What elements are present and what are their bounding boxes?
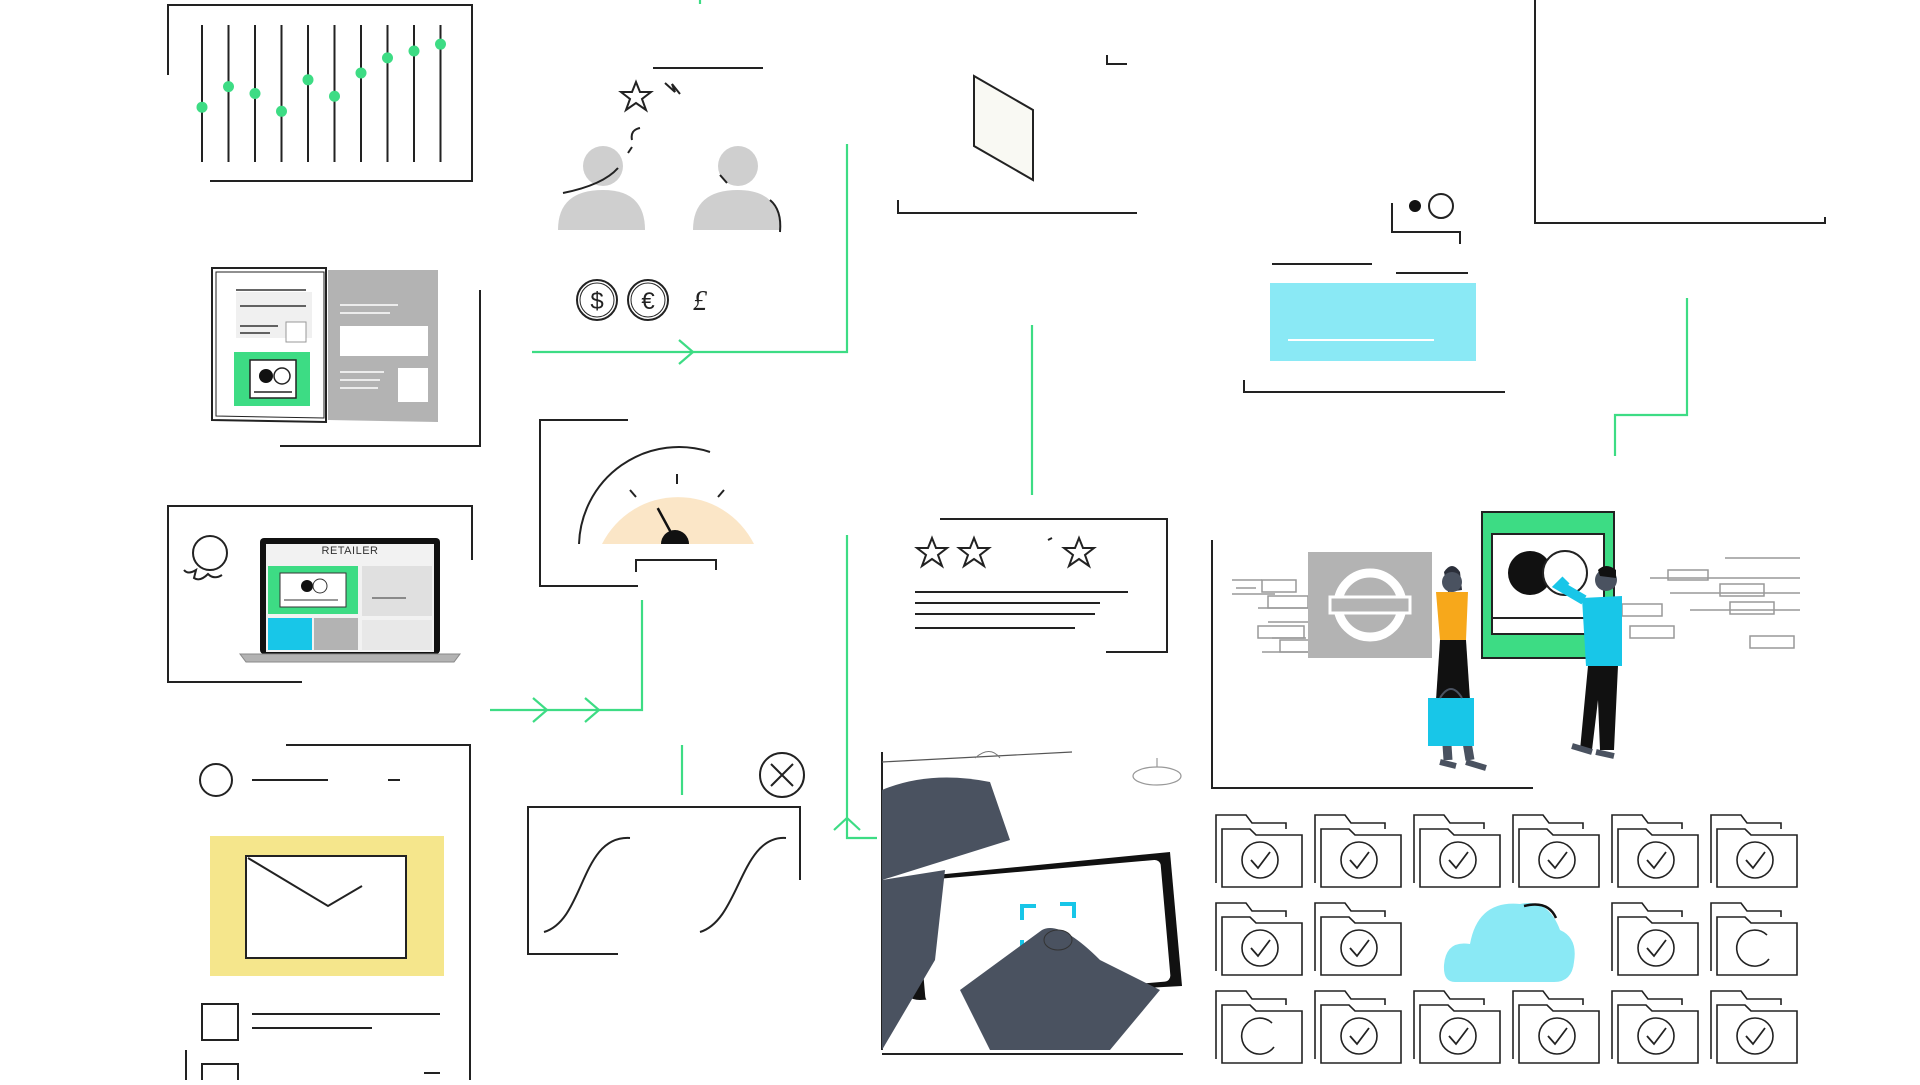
slider-knob [408,45,420,57]
folder-check-icon[interactable] [1710,902,1798,976]
folder-check-icon[interactable] [1710,814,1798,888]
slider-chart-icon [167,4,473,182]
connector-arrowhead-2 [532,697,549,723]
cloud-icon [1443,903,1575,982]
laptop-panel [167,505,473,683]
speedometer-icon [539,419,754,587]
tablet-icon [897,55,1137,214]
checkbox-icon [185,1003,440,1080]
connector-people-to-top [532,144,849,354]
speedometer-needle [656,507,677,541]
review-card-icon [914,518,1168,653]
star-icon [618,79,681,113]
folder-check-icon[interactable] [1512,814,1600,888]
man-figure [1551,566,1622,759]
folder-check-icon[interactable] [1413,814,1501,888]
email-panel [199,744,471,1080]
folder-check-icon[interactable] [1215,990,1303,1064]
city-scene [1211,540,1800,789]
s-curve-chart-icon [527,806,801,955]
connector-arrowhead-3 [584,697,601,723]
folder-check-icon[interactable] [1611,990,1699,1064]
slider-knob [329,90,340,102]
pound-symbol: £ [693,286,708,317]
folder-check-icon[interactable] [1314,814,1402,888]
slider-knob [302,74,314,86]
search-panel [1243,283,1505,393]
connector-to-phone [845,535,877,840]
brick-wall-left [1232,579,1318,653]
connector-right [1613,298,1689,456]
laptop-icon: RETAILER [239,538,461,663]
email-envelope-icon [210,836,444,976]
slider-knob [435,38,446,50]
dollar-symbol: $ [590,288,603,315]
brick-wall-right [1621,557,1800,649]
euro-symbol: € [641,288,655,315]
folder-check-icon[interactable] [1611,902,1699,976]
connector-arrowhead-4 [833,816,861,831]
slider-knob [276,105,287,117]
subway-sign-icon [1308,552,1432,658]
folder-grid [1215,814,1798,1064]
connector-arrowhead-1 [678,339,695,365]
slider-knob [196,101,208,113]
slider-knob [249,88,261,99]
laptop-screen-label: RETAILER [322,545,379,557]
people-icon [558,67,782,233]
close-icon[interactable] [759,752,805,798]
slider-levels [196,25,446,162]
folder-check-icon[interactable] [1314,990,1402,1064]
folder-check-icon[interactable] [1413,990,1501,1064]
folder-check-icon[interactable] [1710,990,1798,1064]
connector-laptop-to-gauge [490,600,644,712]
currency-icon: $ € £ [576,279,708,321]
connector-lines [490,0,1689,840]
slider-knob [382,52,393,64]
folder-check-icon[interactable] [1215,902,1303,976]
frame-top-right [1534,0,1826,224]
toggle-icon [1272,193,1468,274]
folder-check-icon[interactable] [1314,902,1402,976]
open-book-icon [211,267,481,447]
person-avatar-icon [183,535,228,581]
folder-check-icon[interactable] [1512,990,1600,1064]
slider-knob [223,81,234,93]
folder-check-icon[interactable] [1215,814,1303,888]
slider-knob [355,67,367,79]
woman-figure [1428,566,1487,771]
folder-check-icon[interactable] [1611,814,1699,888]
smartphone-scan-icon [881,751,1183,1055]
